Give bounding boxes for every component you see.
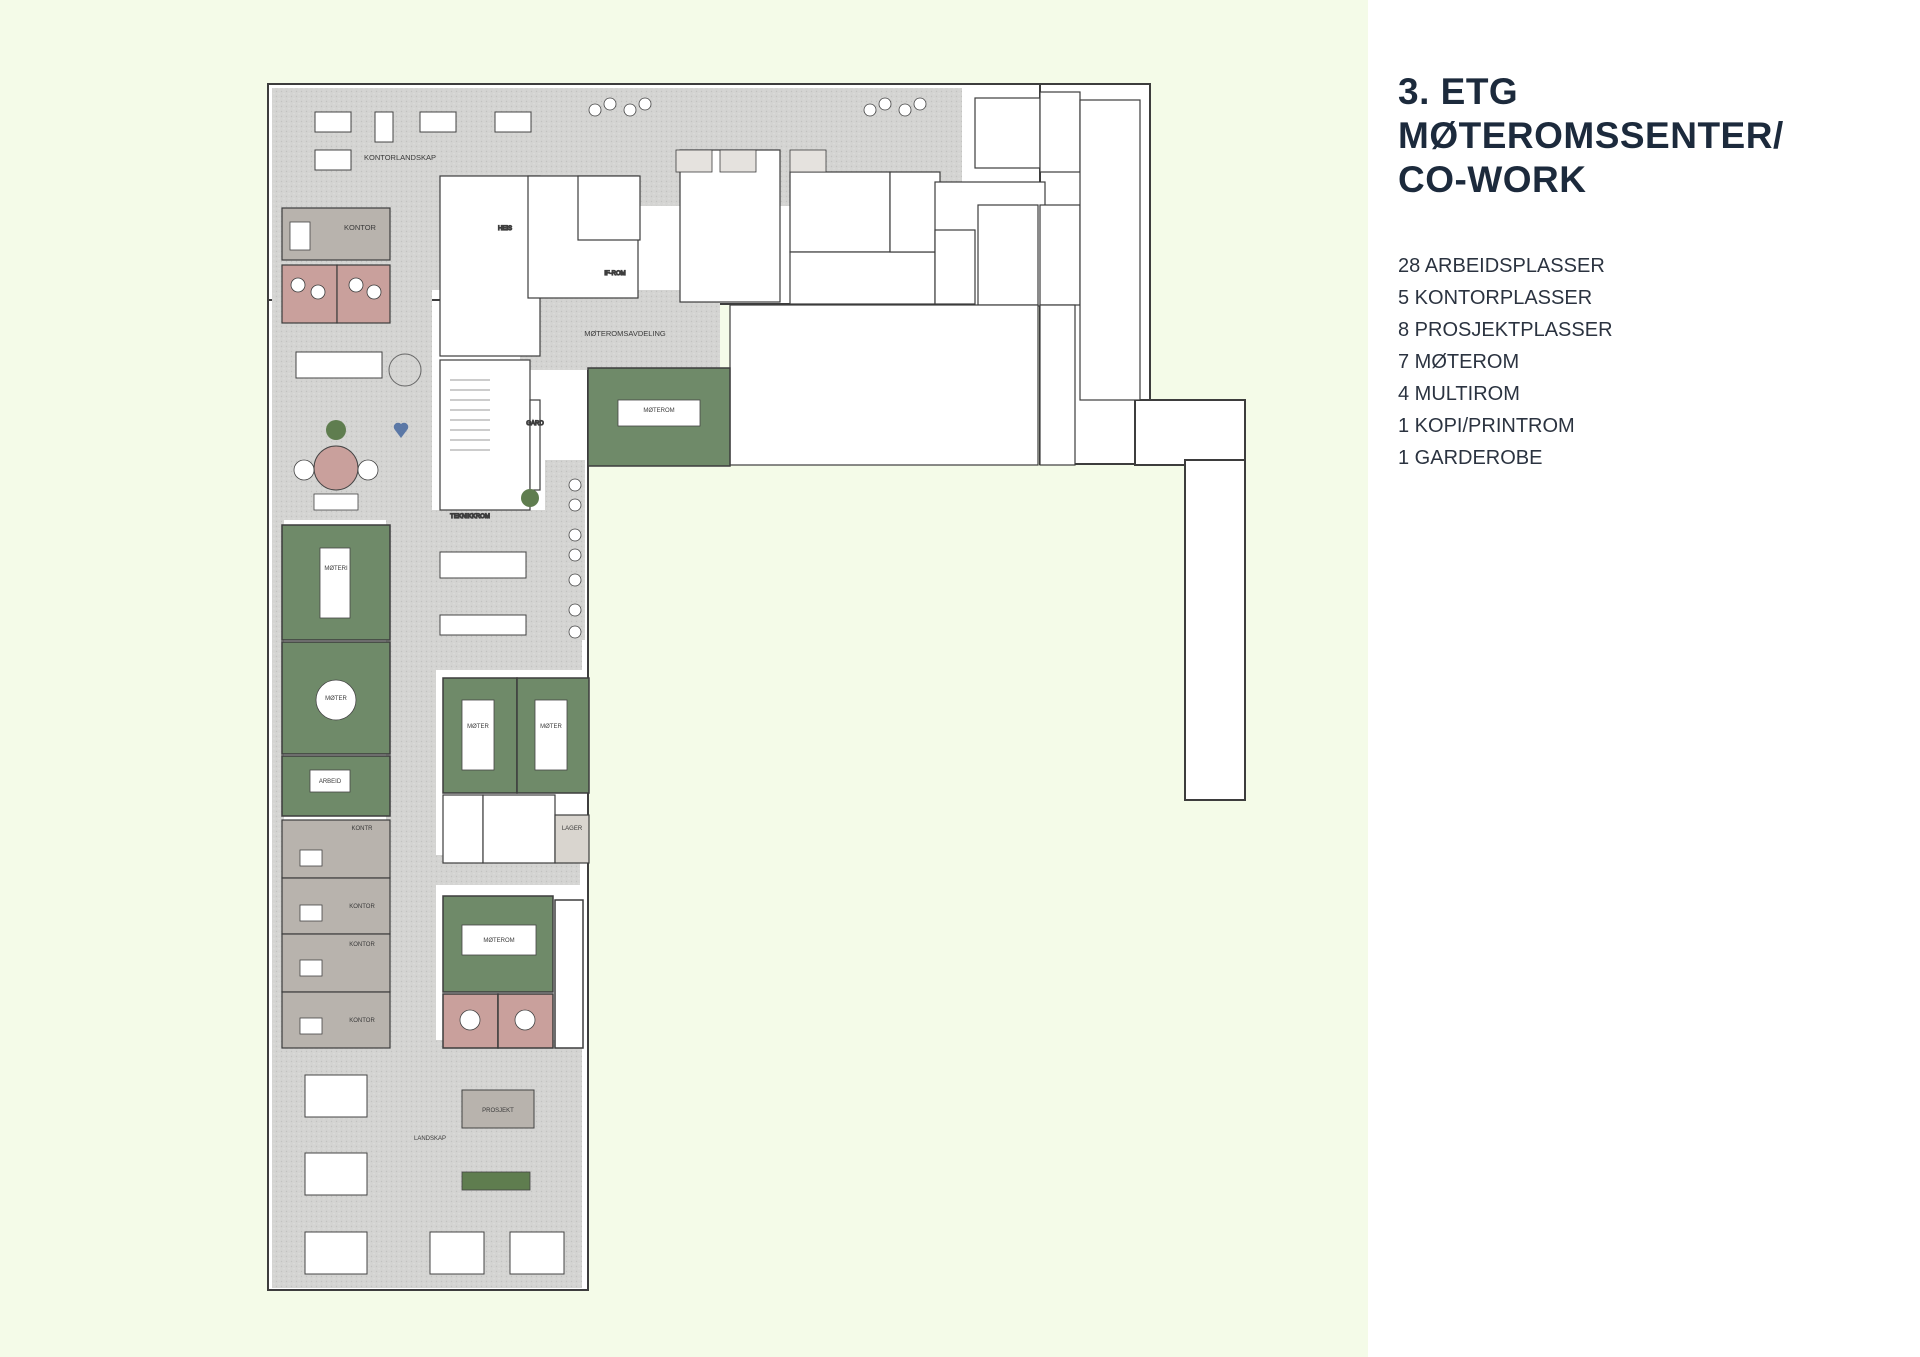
capacity-list: 28 ARBEIDSPLASSER 5 KONTORPLASSER 8 PROS… <box>1398 250 1613 474</box>
floor-title-line-1: 3. ETG <box>1398 71 1519 112</box>
central-open-area <box>729 99 1141 466</box>
plan-label-moteromsavdeling: MØTEROMSAVDELING <box>584 329 666 338</box>
plan-label-moterom-1: MØTEROM <box>643 408 674 414</box>
plan-label-gard: GARD <box>526 421 544 427</box>
meeting-room-lower: MØTEROM <box>442 895 584 1049</box>
floor-plan-drawing: KONTORLANDSKAP KONTOR <box>267 83 1246 1291</box>
office-top-left: KONTOR <box>281 207 391 261</box>
plan-label-lager: LAGER <box>562 826 583 832</box>
lounge-area <box>293 351 422 511</box>
plan-label-arbeid: ARBEID <box>319 779 342 785</box>
plan-label-moterom-2: MØTEROM <box>483 938 514 944</box>
plan-label-heis: HEIS <box>498 226 512 232</box>
meeting-room-top: MØTEROM <box>587 367 731 467</box>
multi-rooms-top <box>281 264 391 324</box>
plan-label-moter-1: MØTER <box>325 696 347 702</box>
capacity-item: 28 ARBEIDSPLASSER <box>1398 255 1605 277</box>
plan-label-kontor-4: KONTOR <box>349 1018 375 1024</box>
floor-title-line-2: MØTEROMSSENTER/ <box>1398 115 1784 156</box>
plan-label-kontorlandskap: KONTORLANDSKAP <box>364 153 436 162</box>
toilets-service <box>675 91 1081 307</box>
capacity-item: 8 PROSJEKTPLASSER <box>1398 319 1613 341</box>
capacity-item: 5 KONTORPLASSER <box>1398 287 1593 309</box>
plan-label-kontr: KONTR <box>352 826 374 832</box>
meeting-rooms-left: MØTERI MØTER ARBEID <box>281 524 391 817</box>
open-office-bottom: PROSJEKT LANDSKAP <box>304 1074 565 1275</box>
plan-label-ifrom: IF-ROM <box>604 271 625 277</box>
floor-plan-panel: KONTORLANDSKAP KONTOR <box>0 0 1368 1357</box>
kitchen-islands <box>439 478 582 639</box>
open-office-top: KONTORLANDSKAP <box>314 97 927 171</box>
building-core: HEIS IF-ROM TEKNIKKROM GARD <box>439 175 641 521</box>
meeting-rooms-center: MØTER MØTER <box>442 677 590 794</box>
floor-title-line-3: CO-WORK <box>1398 159 1587 200</box>
capacity-item: 1 KOPI/PRINTROM <box>1398 415 1575 437</box>
plan-label-moter-2: MØTER <box>467 724 489 730</box>
plan-label-prosjekt: PROSJEKT <box>482 1108 514 1114</box>
plan-label-landskap: LANDSKAP <box>414 1136 446 1142</box>
plan-label-kontor-3: KONTOR <box>349 942 375 948</box>
wc-storage: LAGER <box>442 794 590 864</box>
plan-label-teknisk: TEKNIKKROM <box>450 514 490 520</box>
plan-label-kontor-2: KONTOR <box>349 904 375 910</box>
floor-title: 3. ETG MØTEROMSSENTER/ CO-WORK <box>1398 70 1784 202</box>
plan-label-moter-3: MØTER <box>540 724 562 730</box>
info-panel: 3. ETG MØTEROMSSENTER/ CO-WORK 28 ARBEID… <box>1368 0 1920 1357</box>
capacity-item: 7 MØTEROM <box>1398 351 1520 373</box>
plan-label-moteri-1: MØTERI <box>324 566 348 572</box>
offices-left: KONTR KONTOR KONTOR KONTOR <box>281 819 391 1049</box>
capacity-item: 1 GARDEROBE <box>1398 447 1543 469</box>
plan-label-kontor-1: KONTOR <box>344 223 377 232</box>
capacity-item: 4 MULTIROM <box>1398 383 1520 405</box>
